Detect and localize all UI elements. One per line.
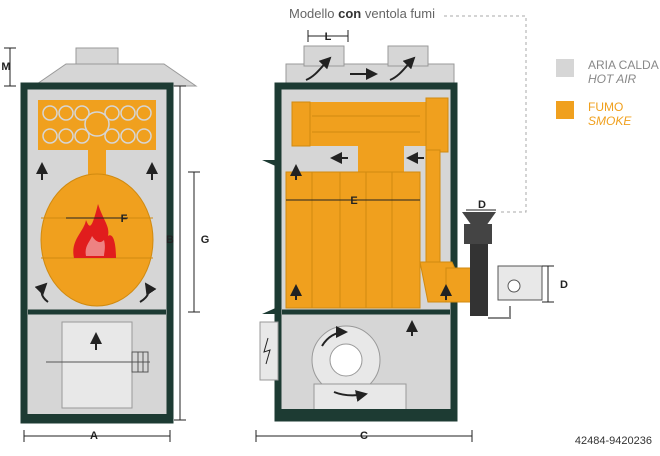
front-flue-outlet bbox=[75, 47, 119, 65]
smoke-fan-body bbox=[470, 244, 488, 316]
model-title-prefix: Modello bbox=[289, 6, 339, 21]
dim-label-d-top: D bbox=[478, 199, 486, 211]
dim-label-g: G bbox=[201, 234, 210, 246]
side-airflow-arrows bbox=[290, 56, 452, 402]
dim-label-l: L bbox=[325, 31, 332, 43]
front-airflow-arrows bbox=[34, 162, 158, 350]
dim-label-m: M bbox=[1, 61, 10, 73]
front-tubes bbox=[42, 105, 152, 144]
side-combustion-chamber bbox=[285, 171, 421, 309]
dim-label-a: A bbox=[90, 430, 98, 442]
legend-label-smoke-it: FUMO bbox=[588, 100, 624, 114]
smoke-fan-motor bbox=[497, 265, 543, 301]
front-tube-bank bbox=[38, 100, 156, 150]
side-air-outlet-2 bbox=[387, 45, 429, 67]
dim-label-c: C bbox=[360, 430, 368, 442]
side-upper-exchanger bbox=[292, 102, 428, 146]
side-connector bbox=[358, 146, 404, 172]
flame-icon bbox=[73, 204, 116, 258]
dim-label-f: F bbox=[121, 213, 128, 225]
front-connector bbox=[88, 150, 106, 176]
model-title-bold: con bbox=[338, 6, 362, 21]
front-motor bbox=[131, 351, 149, 373]
legend-label-hot-air-it: ARIA CALDA bbox=[588, 58, 659, 72]
model-title: Modello con ventola fumi bbox=[289, 6, 435, 21]
dim-label-b: B bbox=[166, 234, 174, 246]
callout-line bbox=[444, 15, 527, 213]
reference-number: 42484-9420236 bbox=[574, 435, 652, 447]
legend-swatch-hot-air bbox=[556, 59, 574, 77]
smoke-fan-nozzle bbox=[462, 212, 496, 226]
side-dimension-lines bbox=[255, 30, 554, 442]
dim-label-e: E bbox=[350, 195, 357, 207]
model-title-suffix: ventola fumi bbox=[361, 6, 435, 21]
side-view bbox=[259, 45, 543, 422]
front-dimension-lines bbox=[4, 47, 200, 442]
legend-swatch-smoke bbox=[556, 101, 574, 119]
legend-label-hot-air-en: HOT AIR bbox=[588, 72, 637, 86]
front-view bbox=[20, 47, 198, 424]
dim-label-d-side: D bbox=[560, 279, 568, 291]
side-air-outlet-1 bbox=[303, 45, 345, 67]
legend-label-smoke-en: SMOKE bbox=[588, 114, 632, 128]
